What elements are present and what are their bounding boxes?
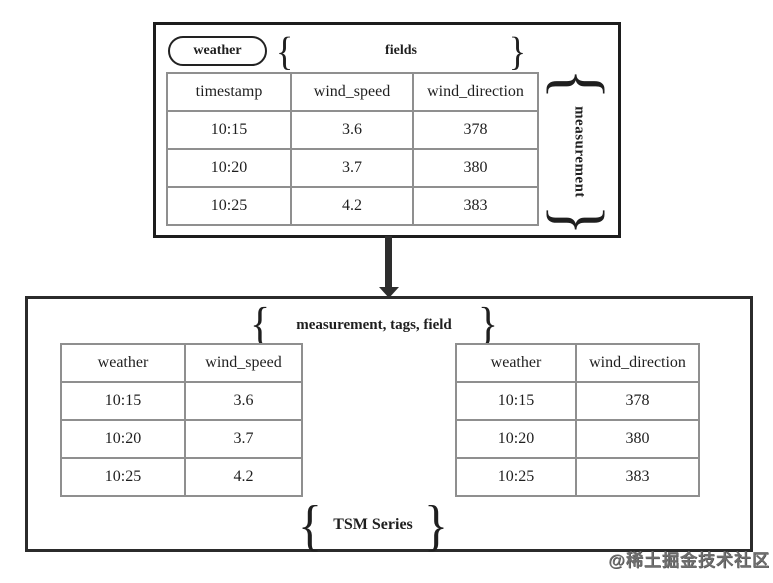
rotated-close-brace-icon: }: [540, 204, 619, 236]
table-row: 10:20 380: [455, 419, 700, 459]
table-cell: 3.6: [184, 381, 303, 421]
table-cell: 10:15: [455, 381, 577, 421]
column-header: weather: [455, 343, 577, 383]
table-row: 10:20 3.7 380: [166, 148, 539, 188]
column-header: timestamp: [166, 72, 292, 112]
table-cell: 3.7: [184, 419, 303, 459]
flow-arrow-head-icon: [379, 287, 399, 298]
table-cell: 4.2: [290, 186, 414, 226]
tsm-series-brace-group: { TSM Series }: [298, 493, 448, 557]
table-cell: 380: [575, 419, 700, 459]
flow-arrow-line: [385, 236, 392, 288]
rotated-open-brace-icon: {: [540, 68, 619, 100]
table-cell: 383: [575, 457, 700, 497]
table-cell: 10:20: [60, 419, 186, 459]
column-header: wind_direction: [412, 72, 539, 112]
table-cell: 3.7: [290, 148, 414, 188]
open-brace-icon: {: [298, 493, 322, 557]
table-header-row: weather wind_direction: [455, 343, 700, 383]
table-cell: 3.6: [290, 110, 414, 150]
table-row: 10:20 3.7: [60, 419, 303, 459]
table-row: 10:15 378: [455, 381, 700, 421]
table-header-row: timestamp wind_speed wind_direction: [166, 72, 539, 112]
column-header: weather: [60, 343, 186, 383]
fields-brace-group: { fields }: [276, 31, 526, 71]
column-header: wind_direction: [575, 343, 700, 383]
open-brace-icon: {: [250, 299, 271, 351]
column-header: wind_speed: [290, 72, 414, 112]
column-header: wind_speed: [184, 343, 303, 383]
table-cell: 10:15: [60, 381, 186, 421]
table-cell: 10:15: [166, 110, 292, 150]
measurement-name-label: weather: [193, 43, 242, 58]
wind-speed-series-table: weather wind_speed 10:15 3.6 10:20 3.7 1…: [60, 343, 303, 497]
table-row: 10:15 3.6: [60, 381, 303, 421]
measurement-label: measurement: [571, 106, 588, 198]
table-row: 10:25 383: [455, 457, 700, 497]
table-cell: 4.2: [184, 457, 303, 497]
table-cell: 10:25: [60, 457, 186, 497]
open-brace-icon: {: [276, 28, 294, 74]
tsm-series-box: { measurement, tags, field } weather win…: [25, 296, 753, 557]
series-key-label: measurement, tags, field: [296, 316, 452, 333]
table-row: 10:15 3.6 378: [166, 110, 539, 150]
table-cell: 380: [412, 148, 539, 188]
table-row: 10:25 4.2: [60, 457, 303, 497]
table-cell: 10:25: [166, 186, 292, 226]
table-cell: 10:20: [455, 419, 577, 459]
close-brace-icon: }: [508, 28, 526, 74]
measurement-name-pill: weather: [168, 36, 267, 66]
table-cell: 383: [412, 186, 539, 226]
measurement-brace-group: { measurement }: [540, 68, 619, 236]
close-brace-icon: }: [477, 299, 498, 351]
table-header-row: weather wind_speed: [60, 343, 303, 383]
close-brace-icon: }: [424, 493, 448, 557]
measurement-table: timestamp wind_speed wind_direction 10:1…: [166, 72, 539, 226]
table-cell: 10:20: [166, 148, 292, 188]
table-cell: 10:25: [455, 457, 577, 497]
tsm-series-label: TSM Series: [333, 516, 413, 533]
wind-direction-series-table: weather wind_direction 10:15 378 10:20 3…: [455, 343, 700, 497]
measurement-box: weather { fields } timestamp wind_speed …: [153, 22, 621, 238]
table-row: 10:25 4.2 383: [166, 186, 539, 226]
table-cell: 378: [575, 381, 700, 421]
series-key-brace-group: { measurement, tags, field }: [250, 299, 498, 351]
community-watermark: @稀土掘金技术社区: [608, 551, 770, 570]
table-cell: 378: [412, 110, 539, 150]
fields-label: fields: [385, 43, 417, 58]
